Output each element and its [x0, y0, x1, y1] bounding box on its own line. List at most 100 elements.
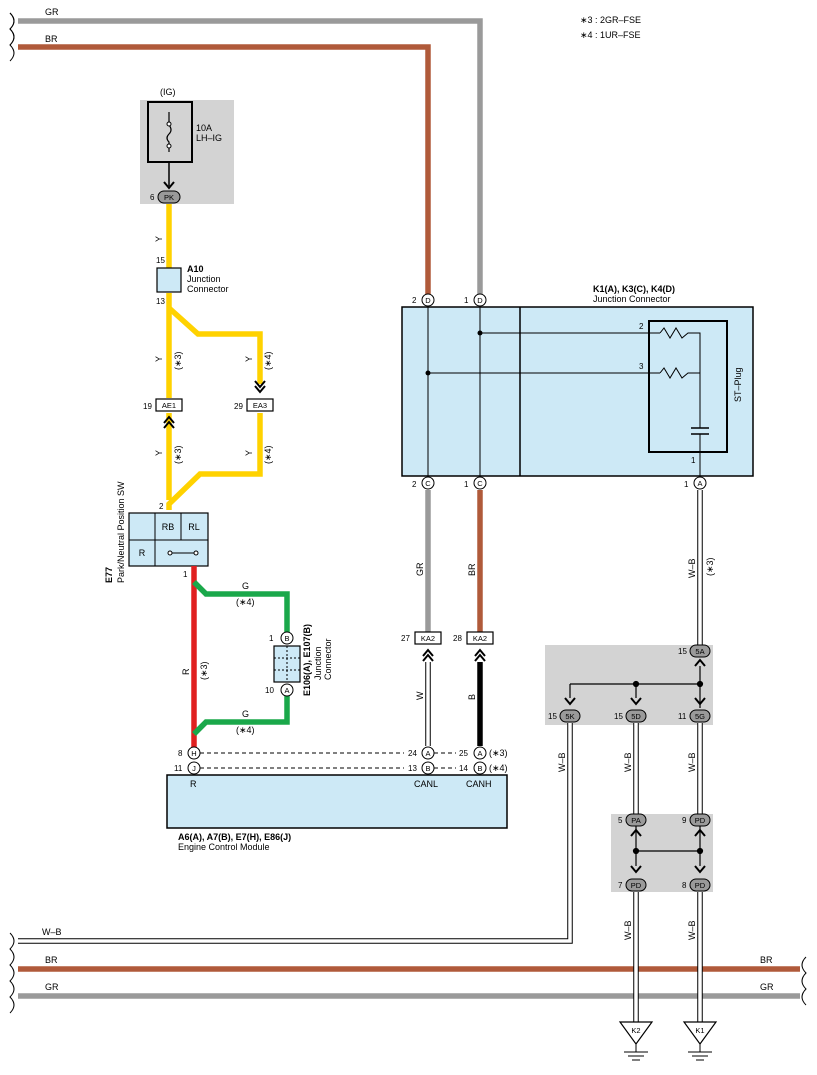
ecm-left-pin-11: 11	[174, 764, 183, 773]
note4-label-y5: (∗4)	[263, 445, 273, 464]
jp-top-pin-5: 5	[618, 816, 623, 825]
note4-label-g-top: (∗4)	[236, 597, 255, 607]
ea3-connector: EA3	[246, 398, 274, 412]
ecm-label-canl: CANL	[414, 779, 438, 789]
e77-name: Park/Neutral Position SW	[116, 481, 126, 583]
svg-text:KA2: KA2	[473, 634, 487, 643]
svg-text:5A: 5A	[695, 647, 704, 656]
e77-id: E77	[104, 567, 114, 583]
ecm-mid-pin-24: 24	[408, 749, 417, 758]
ecm-right-code-b: B	[473, 761, 487, 775]
note3-label-y4: (∗3)	[173, 445, 183, 464]
svg-text:A: A	[284, 686, 289, 695]
jp-bus	[632, 826, 704, 866]
wb-label-5k: W–B	[557, 752, 567, 772]
svg-text:EA3: EA3	[253, 401, 267, 410]
e106-id: E106(A), E107(B)	[302, 624, 312, 696]
note4-label-g-bottom: (∗4)	[236, 725, 255, 735]
wb-label-k1: W–B	[687, 558, 697, 578]
wb-wire-5k	[18, 723, 573, 944]
jp-arrows	[630, 828, 706, 874]
k1-inner-pin-2: 2	[639, 322, 644, 331]
jp-bottom-code-1: PD	[625, 878, 647, 892]
svg-text:K2: K2	[631, 1026, 640, 1035]
note-3: ∗3 : 2GR–FSE	[580, 15, 641, 25]
y-label-5: Y	[244, 450, 254, 456]
k1-id: K1(A), K3(C), K4(D)	[593, 284, 675, 294]
ecm-label-canh: CANH	[466, 779, 492, 789]
ground-k1: K1	[682, 1021, 718, 1061]
svg-text:B: B	[477, 764, 482, 773]
svg-text:PD: PD	[695, 816, 706, 825]
y-label-3: Y	[244, 356, 254, 362]
note-4: ∗4 : 1UR–FSE	[580, 30, 641, 40]
k1-code-top-d2: D	[473, 293, 487, 307]
j5-top-arrow	[694, 658, 706, 667]
k1-code-bottom-c2: C	[473, 476, 487, 490]
svg-text:B: B	[425, 764, 430, 773]
br-bottom-label-right: BR	[760, 955, 773, 965]
jp-bottom-pin-8: 8	[682, 881, 687, 890]
j5-code-5k: 5K	[559, 709, 581, 723]
ecm-left-code-j: J	[187, 761, 201, 775]
note3-label-y2: (∗3)	[173, 351, 183, 370]
j5-code-5d: 5D	[625, 709, 647, 723]
ka2-pin-28: 28	[453, 634, 462, 643]
j5-code-5g: 5G	[689, 709, 711, 723]
fuse-arrow	[163, 181, 175, 190]
fuse-box	[147, 101, 193, 163]
svg-text:PK: PK	[164, 193, 174, 202]
ea3-arrow	[254, 380, 266, 394]
w-label: W	[415, 691, 425, 700]
j5-pin-1: 15	[548, 712, 557, 721]
j5-top-pin: 15	[678, 647, 687, 656]
gr-bottom-label-left: GR	[45, 982, 59, 992]
e106-pin-bottom: 10	[265, 686, 274, 695]
k1-name: Junction Connector	[593, 294, 671, 304]
bottom-bus-break-right	[801, 956, 807, 1006]
note3-label-wb: (∗3)	[705, 557, 715, 576]
b-label: B	[467, 694, 477, 700]
k1-code-top-d1: D	[421, 293, 435, 307]
pk-connector: PK	[157, 190, 181, 204]
y-label-2: Y	[154, 356, 164, 362]
svg-text:AE1: AE1	[162, 401, 176, 410]
ecm-mid-pin-13: 13	[408, 764, 417, 773]
fuse-name: LH–IG	[196, 133, 222, 143]
j5-pin-2: 15	[614, 712, 623, 721]
ka2-connector-1: KA2	[414, 631, 442, 645]
jp-bottom-pin-7: 7	[618, 881, 623, 890]
g-label-bottom: G	[242, 709, 249, 719]
br-top-wire: BR	[18, 34, 431, 296]
jp-top-code-pa: PA	[625, 813, 647, 827]
svg-text:D: D	[477, 296, 483, 305]
a10-id: A10	[187, 264, 204, 274]
svg-text:J: J	[192, 764, 196, 773]
svg-text:C: C	[425, 479, 431, 488]
e106-line2: Connector	[323, 638, 333, 680]
gr-top-wire: GR	[9, 7, 483, 296]
ecm-id: A6(A), A7(B), E7(H), E86(J)	[178, 832, 291, 842]
bottom-bus-break-left	[9, 932, 15, 1014]
j5-top-code: 5A	[689, 644, 711, 658]
gr-mid-label: GR	[415, 562, 425, 576]
svg-text:A: A	[425, 749, 430, 758]
e106-code-bottom: A	[280, 683, 294, 697]
k1-pin-top-d2: 1	[464, 296, 469, 305]
ea3-pin-number: 29	[234, 402, 243, 411]
e106-code-top: B	[280, 631, 294, 645]
svg-text:BR: BR	[45, 34, 58, 44]
wb-label-ground-k1: W–B	[687, 920, 697, 940]
note4-label-y3: (∗4)	[263, 351, 273, 370]
jp-top-pin-9: 9	[682, 816, 687, 825]
jp-top-code-pd: PD	[689, 813, 711, 827]
y-label-1: Y	[154, 236, 164, 242]
ecm-left-code-h: H	[187, 746, 201, 760]
k1-code-bottom-c1: C	[421, 476, 435, 490]
k1-pin-bottom-a: 1	[684, 480, 689, 489]
ecm-mid-code-a: A	[421, 746, 435, 760]
ae1-arrow	[163, 415, 175, 429]
svg-text:5D: 5D	[631, 712, 641, 721]
r-label: R	[181, 668, 191, 675]
